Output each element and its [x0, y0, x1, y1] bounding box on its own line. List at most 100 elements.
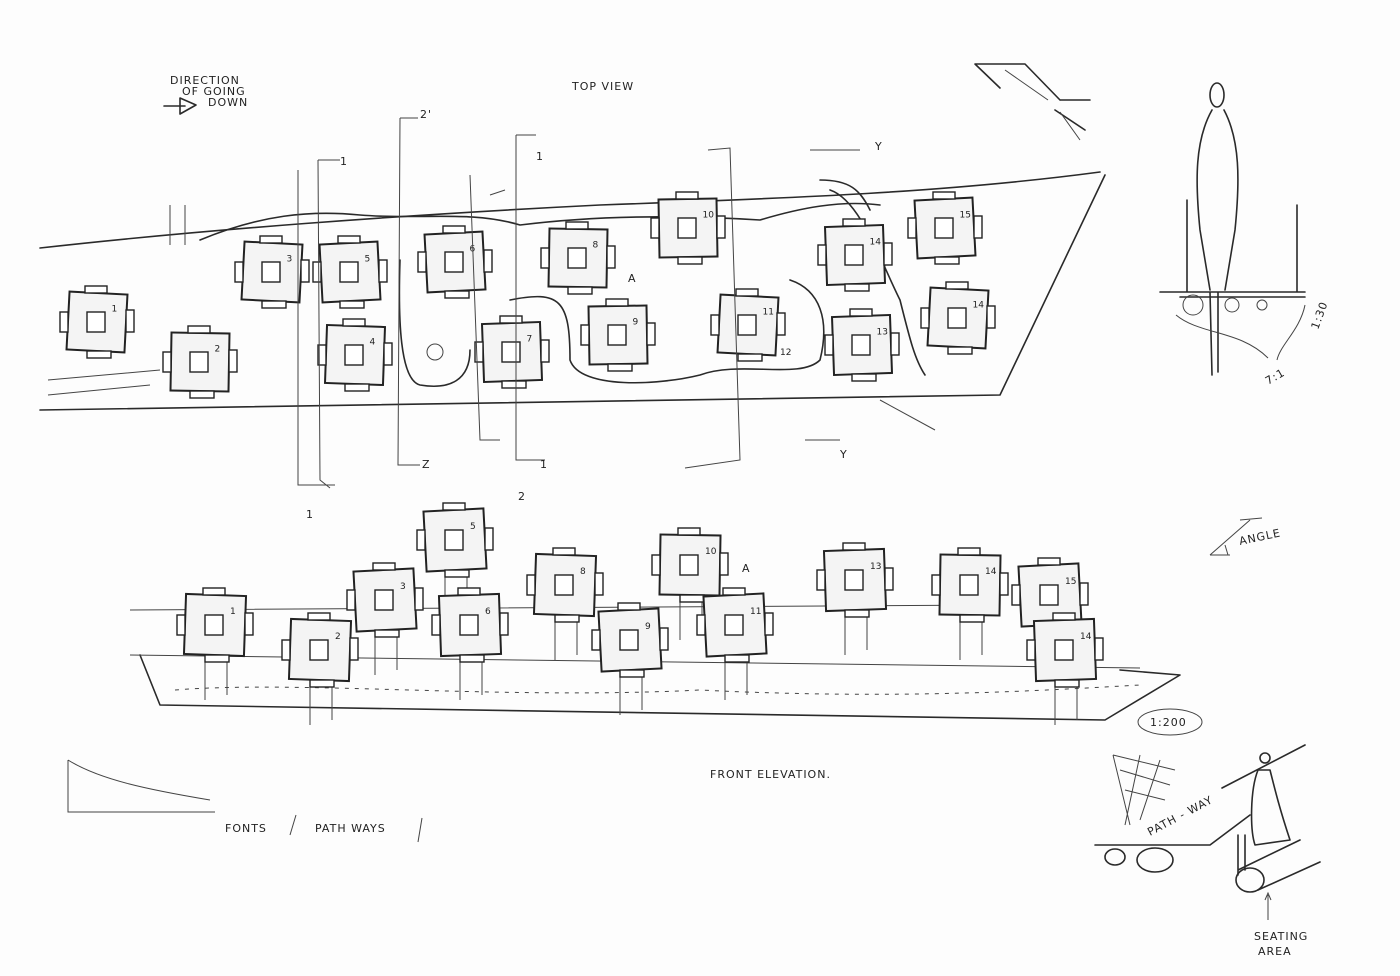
module-annex: [187, 325, 211, 334]
module-annex: [457, 587, 481, 596]
top-module-14: 14: [817, 218, 893, 292]
module-annex: [947, 346, 973, 355]
module-annex: [986, 305, 996, 329]
module-number: 13: [877, 328, 888, 338]
module-annex: [883, 242, 893, 266]
module-annex: [444, 290, 470, 299]
seating-label-1: SEATING: [1254, 930, 1308, 943]
module-annex: [374, 629, 400, 638]
module-number: 15: [960, 211, 971, 221]
module-annex: [945, 281, 969, 290]
elevation-module-14: 14: [1026, 612, 1104, 688]
module-core: [619, 629, 639, 651]
module-annex: [851, 373, 877, 382]
module-annex: [959, 614, 985, 623]
module-core: [844, 569, 864, 591]
module-annex: [920, 307, 930, 329]
module-annex: [300, 259, 310, 283]
module-number: 14: [985, 567, 997, 577]
person-detail: [1159, 82, 1306, 376]
module-number: 3: [287, 255, 293, 265]
module-annex: [594, 572, 604, 596]
module-core: [344, 344, 364, 366]
module-core: [724, 614, 744, 636]
elevation-module-10: 10: [651, 527, 729, 603]
module-annex: [724, 654, 750, 663]
pathway-label: PATH - WAY: [1145, 793, 1215, 838]
module-core: [959, 574, 979, 596]
elevation-module-6: 6: [431, 587, 509, 663]
section-mark-2prime: 2': [420, 108, 432, 121]
module-annex: [281, 639, 291, 661]
module-number: 14: [870, 238, 882, 248]
module-core: [677, 217, 697, 239]
module-annex: [540, 339, 550, 363]
module-annex: [499, 612, 509, 636]
module-annex: [776, 312, 786, 336]
module-annex: [483, 249, 493, 273]
module-annex: [844, 609, 870, 618]
person-dimension: 7:1: [1263, 366, 1287, 388]
module-annex: [261, 300, 287, 309]
module-annex: [378, 259, 388, 283]
module-annex: [1079, 582, 1089, 606]
elevation-module-11: 11: [696, 587, 774, 663]
module-annex: [605, 298, 629, 307]
module-annex: [349, 637, 359, 661]
module-annex: [659, 627, 669, 651]
top-module-8: 8: [540, 221, 616, 295]
module-annex: [234, 261, 244, 283]
module-annex: [607, 363, 633, 372]
module-core: [947, 307, 967, 329]
module-core: [737, 314, 757, 336]
module-annex: [372, 562, 396, 571]
top-module-10: 10: [650, 191, 726, 265]
section-mark-2: 2: [518, 490, 526, 503]
module-annex: [346, 589, 356, 611]
top-module-11: 11: [710, 288, 786, 362]
module-annex: [932, 191, 956, 200]
direction-label-3: DOWN: [208, 96, 248, 109]
module-annex: [735, 288, 759, 297]
module-number: 11: [763, 308, 774, 318]
module-annex: [907, 217, 917, 239]
module-number: 11: [750, 607, 761, 617]
module-annex: [259, 235, 283, 244]
direction-arrow-icon: [163, 97, 197, 115]
module-core: [459, 614, 479, 636]
module-annex: [552, 547, 576, 556]
module-annex: [344, 383, 370, 392]
section-mark-1b: 1: [536, 150, 544, 163]
module-core: [607, 324, 627, 346]
module-annex: [176, 614, 186, 636]
module-number: 4: [370, 338, 376, 348]
module-number: 1: [112, 305, 118, 315]
section-mark-1d: 1: [306, 508, 314, 521]
module-number: 5: [365, 255, 371, 265]
pathways-note: PATH WAYS: [315, 822, 386, 835]
elevation-module-5: 5: [416, 502, 494, 578]
module-annex: [431, 614, 441, 636]
module-annex: [591, 629, 601, 651]
module-annex: [884, 567, 894, 591]
module-core: [567, 247, 587, 269]
seating-label-2: AREA: [1258, 945, 1292, 958]
section-mark-1a: 1: [340, 155, 348, 168]
module-annex: [651, 554, 661, 576]
module-number: 14: [1080, 632, 1092, 642]
module-core: [444, 251, 464, 273]
section-mark-y-top: Y: [874, 140, 883, 153]
section-mark-1c: 1: [540, 458, 548, 471]
top-module-9: 9: [580, 298, 656, 372]
module-annex: [973, 215, 983, 239]
module-annex: [1037, 557, 1061, 566]
module-annex: [337, 235, 361, 244]
module-annex: [737, 353, 763, 362]
module-core: [189, 351, 209, 373]
module-annex: [646, 322, 656, 346]
slope-sketch: [67, 759, 215, 813]
module-annex: [1011, 584, 1021, 606]
module-annex: [309, 679, 335, 688]
top-module-3: 3: [234, 235, 310, 309]
seating-detail: [1094, 744, 1321, 920]
